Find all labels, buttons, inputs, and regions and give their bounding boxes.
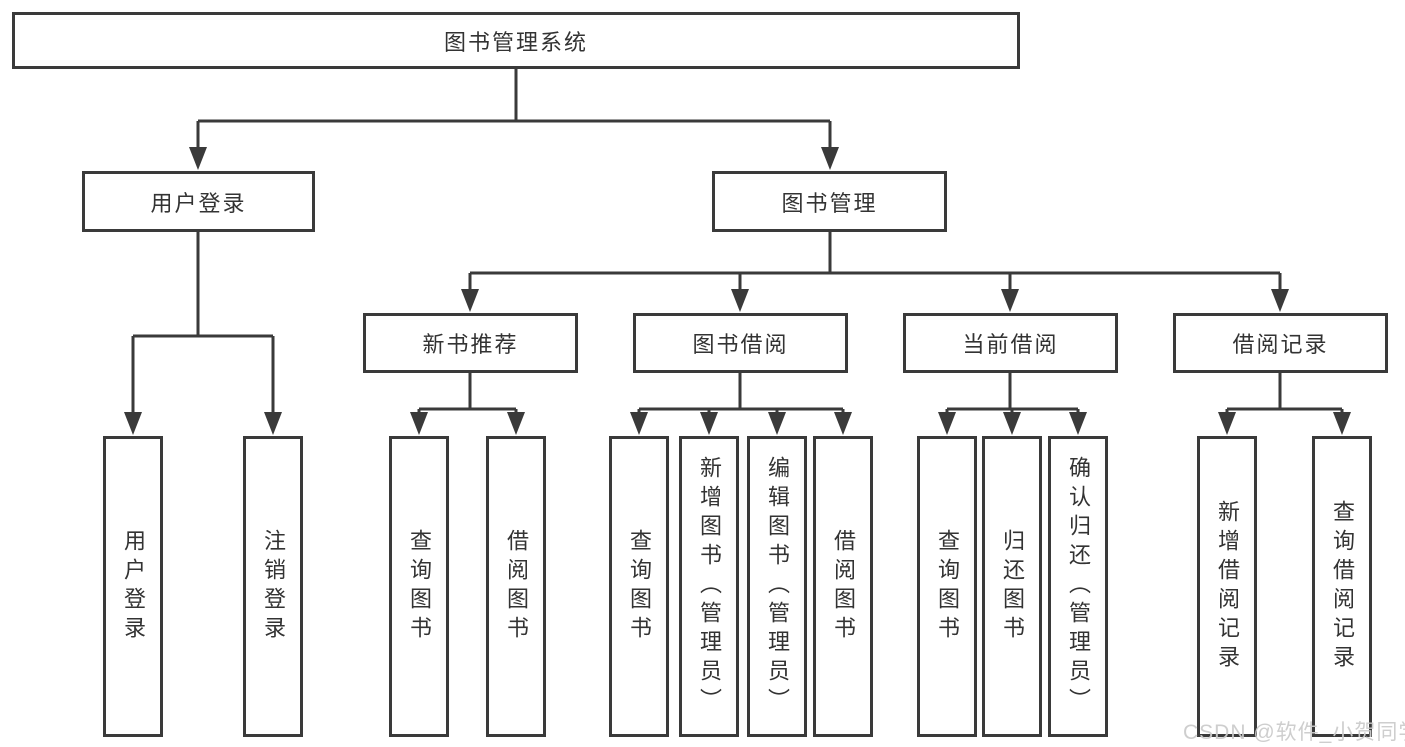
leaf-rec-query-books-label: 查询图书	[407, 528, 432, 645]
leaf-rec-query-books: 查询图书	[389, 436, 449, 737]
leaf-bb-add-books-label: 新增图书（管理员）	[697, 456, 722, 717]
leaf-bb-query-books-label: 查询图书	[627, 528, 652, 645]
leaf-logout: 注销登录	[243, 436, 303, 737]
leaf-bb-query-books: 查询图书	[609, 436, 669, 737]
node-current-borrow: 当前借阅	[903, 313, 1118, 373]
csdn-watermark: CSDN @软件_小贺同学	[1183, 721, 1405, 744]
leaf-user-login: 用户登录	[103, 436, 163, 737]
leaf-cb-confirm-return-label: 确认归还（管理员）	[1066, 456, 1091, 717]
leaf-bb-edit-books: 编辑图书（管理员）	[747, 436, 807, 737]
node-library-system: 图书管理系统	[12, 12, 1020, 69]
leaf-br-query-record: 查询借阅记录	[1312, 436, 1372, 737]
node-new-book-recommend: 新书推荐	[363, 313, 578, 373]
node-book-management-label: 图书管理	[781, 190, 878, 216]
node-library-system-label: 图书管理系统	[443, 29, 588, 55]
node-user-login: 用户登录	[82, 171, 315, 232]
node-current-borrow-label: 当前借阅	[962, 332, 1059, 357]
node-borrow-records-label: 借阅记录	[1232, 332, 1329, 357]
leaf-rec-borrow-books-label: 借阅图书	[504, 528, 529, 645]
leaf-bb-borrow-books-label: 借阅图书	[831, 528, 856, 645]
node-user-login-label: 用户登录	[150, 190, 247, 216]
node-new-book-recommend-label: 新书推荐	[422, 332, 519, 357]
node-book-borrow-label: 图书借阅	[692, 332, 789, 357]
leaf-cb-return-books-label: 归还图书	[1000, 528, 1025, 645]
leaf-br-add-record-label: 新增借阅记录	[1215, 499, 1240, 674]
leaf-bb-edit-books-label: 编辑图书（管理员）	[765, 456, 790, 717]
leaf-cb-query-books-label: 查询图书	[935, 528, 960, 645]
leaf-cb-confirm-return: 确认归还（管理员）	[1048, 436, 1108, 737]
leaf-user-login-label: 用户登录	[121, 528, 146, 645]
node-book-management: 图书管理	[712, 171, 947, 232]
leaf-rec-borrow-books: 借阅图书	[486, 436, 546, 737]
leaf-bb-add-books: 新增图书（管理员）	[679, 436, 739, 737]
node-borrow-records: 借阅记录	[1173, 313, 1388, 373]
leaf-cb-query-books: 查询图书	[917, 436, 977, 737]
leaf-logout-label: 注销登录	[261, 528, 286, 645]
node-book-borrow: 图书借阅	[633, 313, 848, 373]
leaf-br-query-record-label: 查询借阅记录	[1330, 499, 1355, 674]
leaf-cb-return-books: 归还图书	[982, 436, 1042, 737]
leaf-bb-borrow-books: 借阅图书	[813, 436, 873, 737]
leaf-br-add-record: 新增借阅记录	[1197, 436, 1257, 737]
